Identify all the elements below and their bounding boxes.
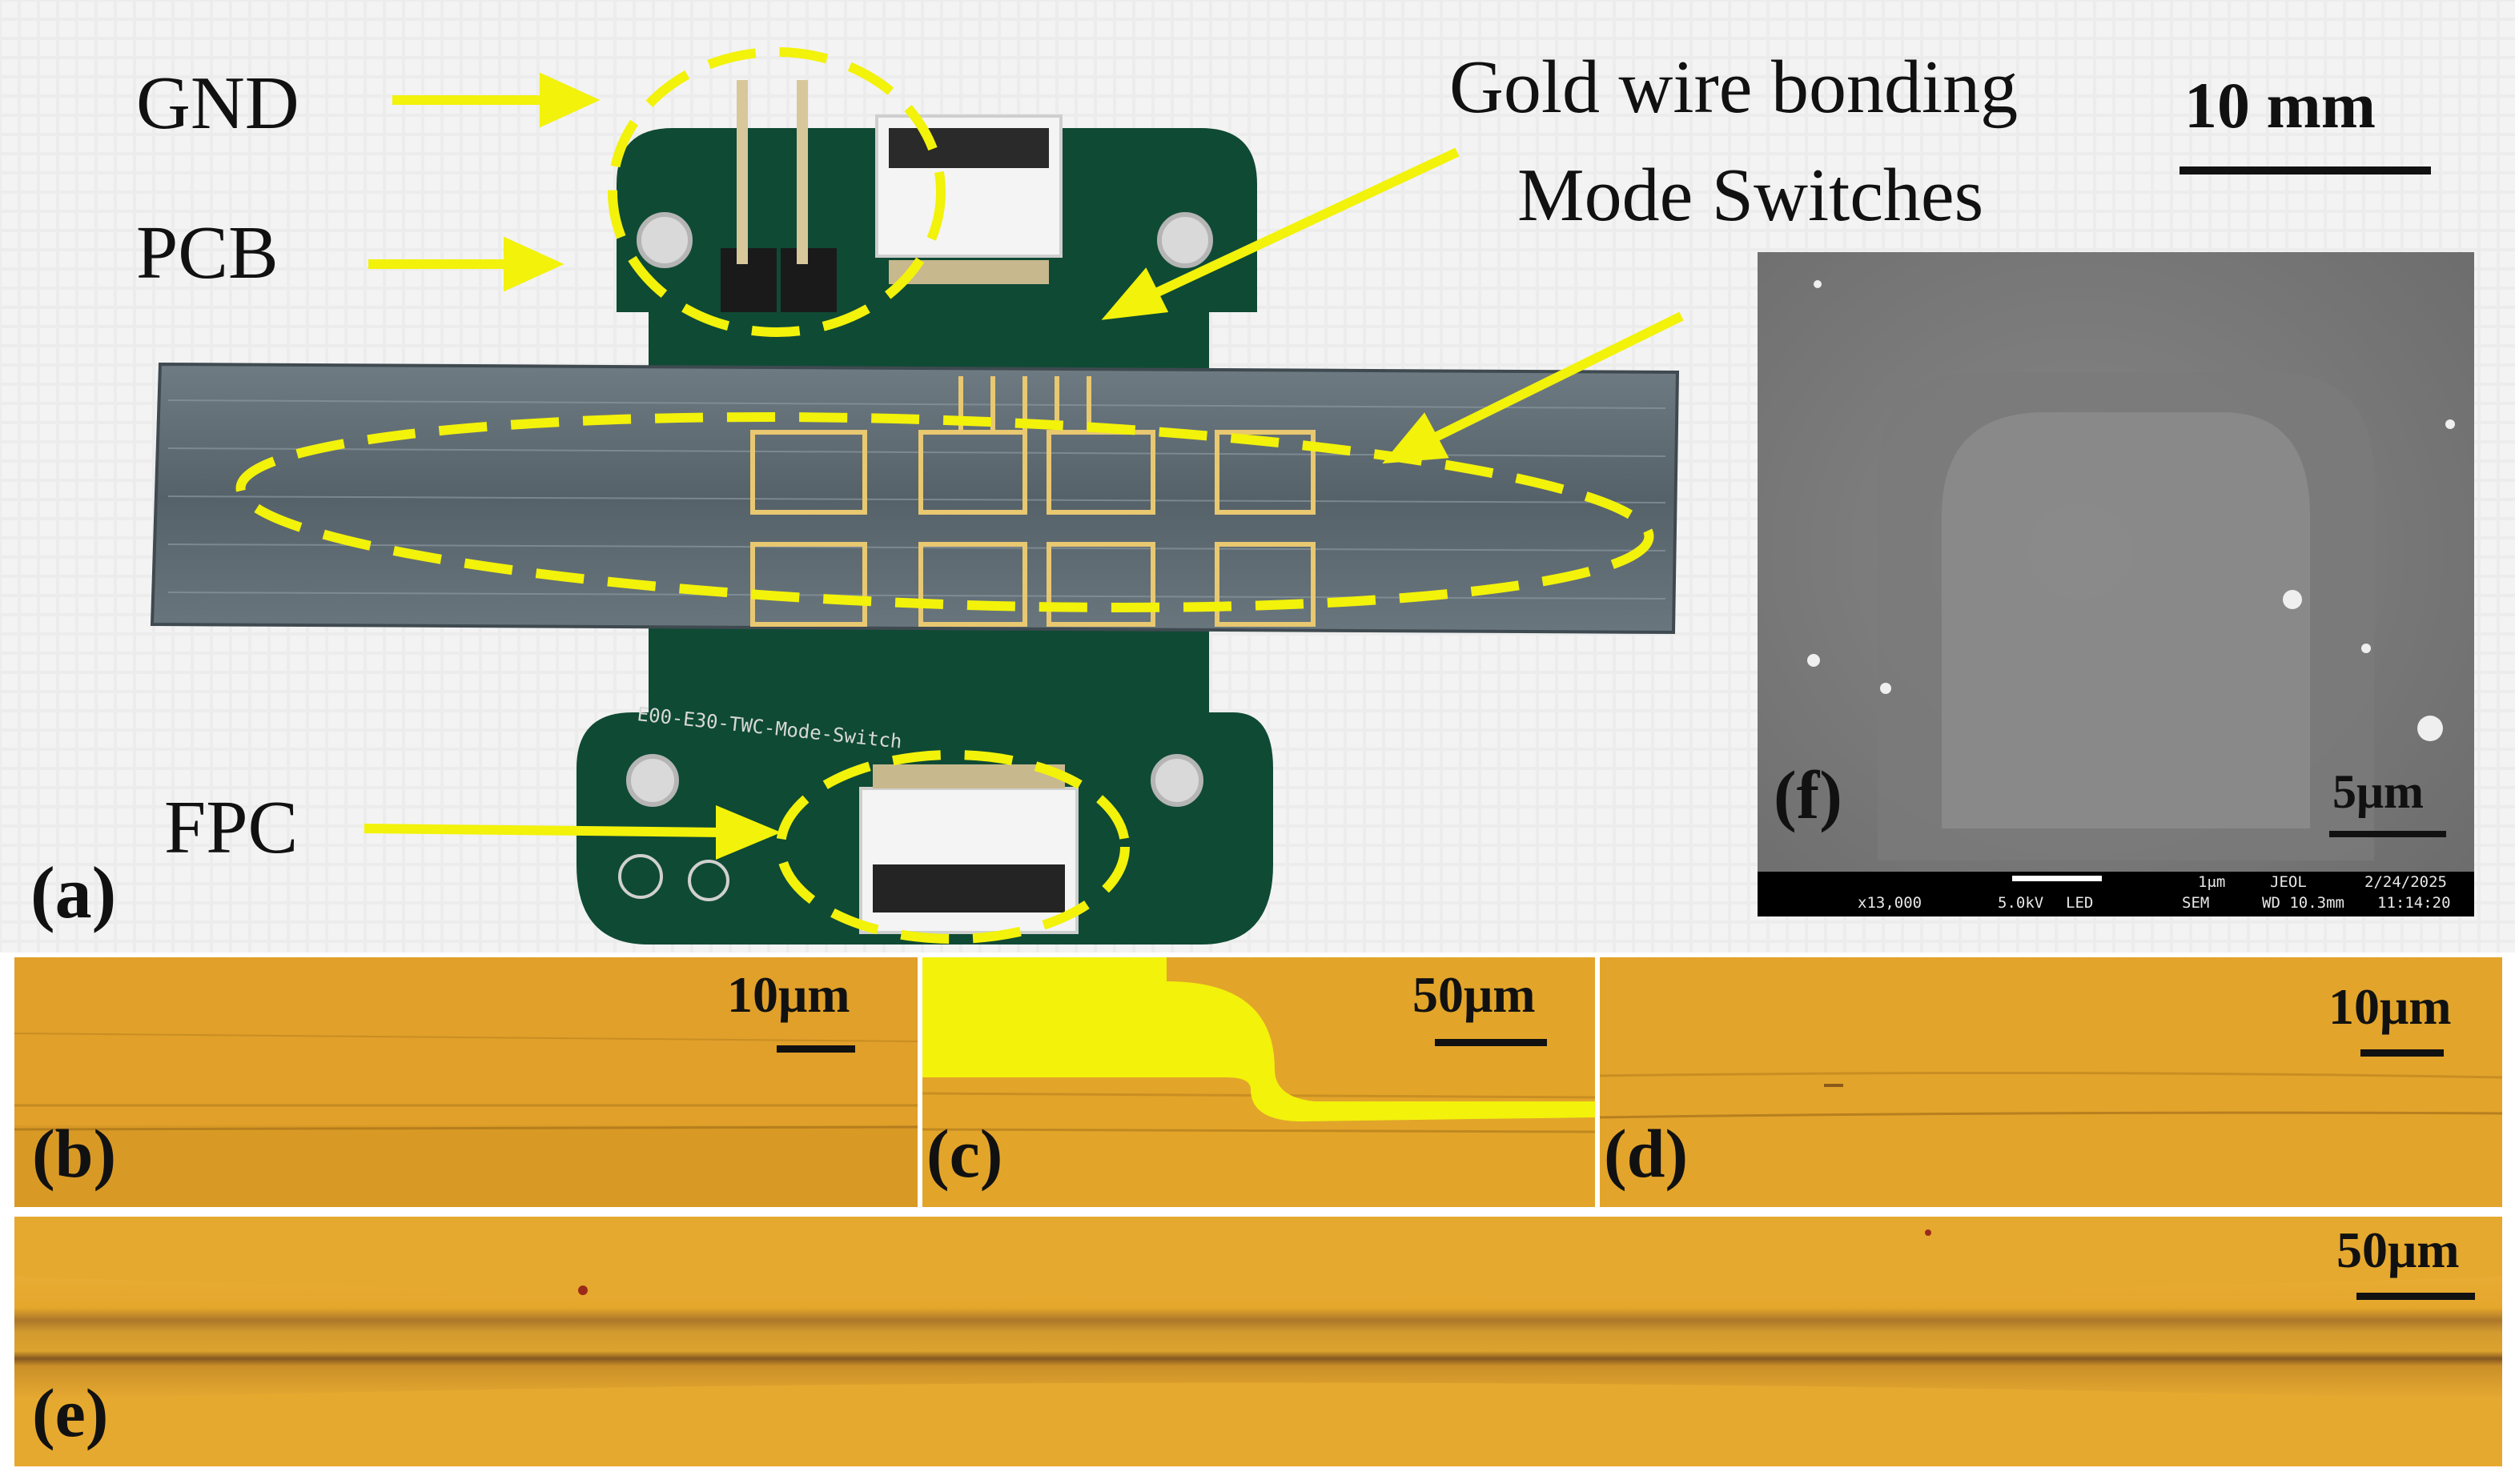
yellow-arrows <box>364 72 1684 860</box>
photonic-chip <box>150 362 1680 635</box>
sem-image <box>1758 252 2474 916</box>
panel-e-scale-label: 50μm <box>2336 1221 2460 1278</box>
electrode-taper-micrograph-c <box>922 957 1595 1207</box>
panel-d-scale-label: 10μm <box>2328 978 2452 1035</box>
sem-time: 11:14:20 <box>2377 894 2451 912</box>
gnd-header-pins <box>721 80 837 312</box>
fpc-callout: FPC <box>164 786 299 869</box>
panel-e-label: (e) <box>32 1374 109 1451</box>
sem-info-bar: 1μm JEOL 2/24/2025 x13,000 5.0kV LED SEM… <box>1758 872 2474 916</box>
panel-c-label: (c) <box>926 1115 1003 1192</box>
sem-mode: SEM <box>2182 894 2210 912</box>
sem-scale: 1μm <box>2198 873 2226 891</box>
panel-e-micrograph: (e) 50μm <box>14 1217 2502 1466</box>
panel-d-scale-bar <box>2360 1049 2444 1057</box>
panel-f-scale-bar <box>2329 831 2446 837</box>
panel-c-scale-bar <box>1435 1039 1547 1046</box>
panel-b-scale-label: 10μm <box>727 966 850 1023</box>
gold-wire-callout: Gold wire bonding <box>1449 46 2019 129</box>
panel-a-scale-bar <box>2180 166 2431 174</box>
panel-b-micrograph: (b) 10μm <box>14 957 918 1207</box>
sem-detector: LED <box>2066 894 2094 912</box>
gnd-callout: GND <box>136 62 299 145</box>
panel-c-scale-label: 50μm <box>1412 966 1536 1023</box>
pcb-callout: PCB <box>136 211 279 295</box>
panel-a-label: (a) <box>30 852 117 933</box>
gold-electrode-taper <box>922 957 1595 1121</box>
sem-brand: JEOL <box>2270 873 2307 891</box>
yellow-highlights <box>235 47 1654 944</box>
sem-date: 2/24/2025 <box>2364 873 2447 891</box>
panel-f-scale-label: 5μm <box>2332 765 2424 818</box>
panel-f-sem: (f) 5μm 1μm JEOL 2/24/2025 x13,000 5.0kV… <box>1758 252 2474 916</box>
panel-b-label: (b) <box>32 1115 117 1192</box>
panel-b-scale-bar <box>777 1045 855 1053</box>
bottom-fpc-connector <box>859 764 1079 934</box>
sem-voltage: 5.0kV <box>1998 894 2044 912</box>
waveguide-micrograph-d <box>1600 957 2502 1207</box>
waveguide-micrograph-e <box>14 1217 2502 1466</box>
panel-c-micrograph: (c) 50μm <box>922 957 1595 1207</box>
panel-d-micrograph: (d) 10μm <box>1600 957 2502 1207</box>
sem-micron-bar <box>2012 876 2102 881</box>
mode-switches-callout: Mode Switches <box>1517 154 1984 237</box>
panel-e-scale-bar <box>2356 1293 2475 1300</box>
sem-wd: WD 10.3mm <box>2262 894 2344 912</box>
sem-magnification: x13,000 <box>1858 894 1922 912</box>
panel-a-scale-label: 10 mm <box>2184 69 2376 142</box>
panel-d-label: (d) <box>1604 1115 1689 1192</box>
panel-f-label: (f) <box>1774 756 1842 833</box>
sem-particles <box>1807 280 2455 741</box>
waveguide-micrograph-b <box>14 957 918 1207</box>
